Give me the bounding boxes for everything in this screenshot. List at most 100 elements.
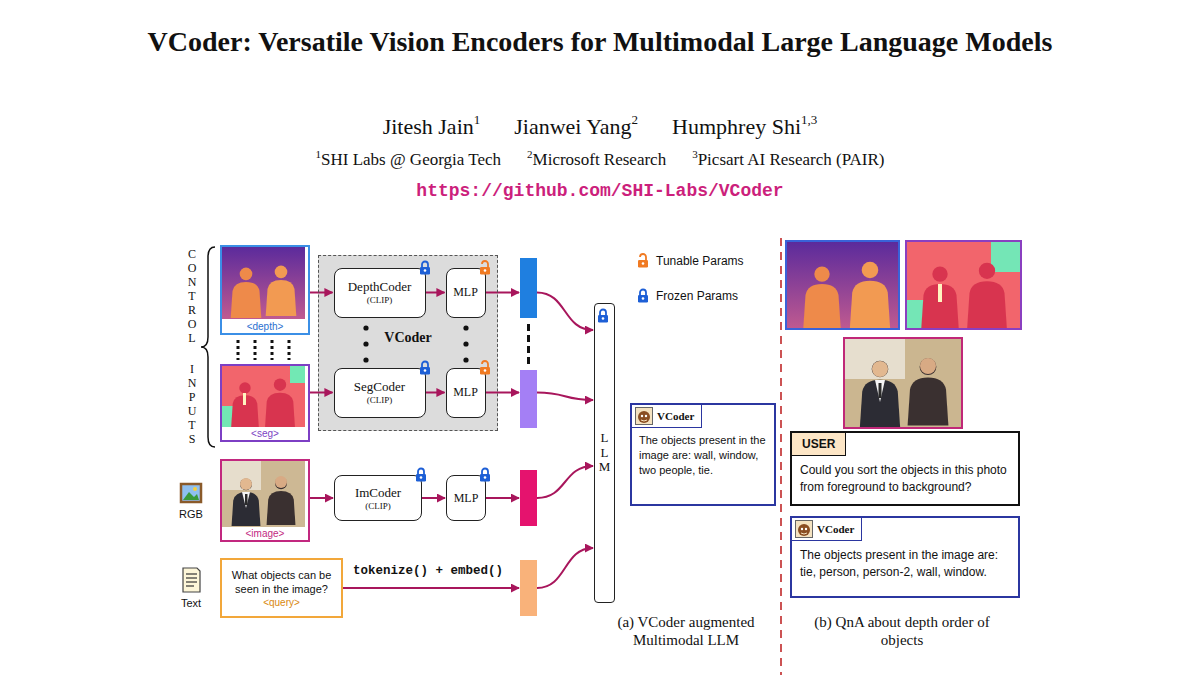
header-tab: USER: [792, 433, 846, 456]
name-group: 2Microsoft Research: [527, 150, 666, 170]
token-bar: [520, 370, 537, 428]
photo-image: [844, 338, 962, 428]
query-box: What objects can be seen in the image?<q…: [220, 558, 343, 618]
node-text: USER: [802, 437, 835, 451]
image-input: <depth>: [220, 245, 310, 335]
legend-text: Frozen Params: [656, 289, 738, 303]
panel-caption: (b) QnA about depth order of objects: [792, 613, 1012, 649]
icon-caption: Text: [166, 597, 216, 609]
lock-glyph: [415, 467, 427, 482]
avatar-glyph: [635, 407, 653, 425]
curly-brace: [201, 247, 215, 447]
author-name: Jianwei Yang: [514, 114, 631, 140]
arrow-curve: [537, 293, 593, 331]
segmentation-image: [221, 365, 305, 428]
flow-arrow: [426, 392, 445, 393]
picture-icon: [181, 484, 201, 502]
arrow-line: [310, 497, 333, 499]
lock-glyph: [419, 260, 431, 275]
arrow-curve: [537, 548, 593, 588]
arrow-line: [486, 497, 519, 499]
lock-glyph: [637, 253, 649, 268]
affiliation: SHI Labs @ Georgia Tech: [321, 150, 501, 170]
edge-label: tokenize() + embed(): [351, 564, 505, 578]
node-text: MLP: [453, 385, 478, 400]
affiliation: Picsart AI Research (PAIR): [698, 150, 885, 170]
superscript: 2: [632, 112, 639, 128]
lock-glyph: [479, 467, 491, 482]
image-input: <seg>: [220, 364, 310, 442]
avatar-icon: [795, 520, 813, 538]
superscript: 1: [316, 148, 322, 160]
legend-symbol: [637, 288, 649, 303]
node-text: ImCoder: [355, 485, 401, 501]
node-text: MLP: [453, 285, 478, 300]
arrow-line: [422, 497, 445, 499]
response-bubble: VCoderThe objects present in the image a…: [790, 516, 1020, 598]
node-text: <seg>: [222, 427, 308, 440]
flow-arrow: [486, 293, 594, 331]
mlp-box: MLP: [446, 368, 486, 418]
node-text: DepthCoder: [348, 279, 412, 295]
figure-title: VCoder: Versatile Vision Encoders for Mu…: [0, 26, 1200, 58]
token-bar: [520, 560, 537, 616]
lock-icon: [479, 360, 491, 375]
node-text: VCoder: [319, 330, 497, 346]
flow-arrow: [422, 498, 445, 499]
legend-item: Frozen Params: [637, 288, 738, 303]
avatar-glyph: [795, 520, 813, 538]
node-text: MLP: [454, 491, 479, 506]
node-text: The objects present in the image are: wa…: [632, 428, 774, 484]
image-input: <image>: [220, 459, 310, 542]
panel-caption: (a) VCoder augmented Multimodal LLM: [596, 613, 776, 649]
flow-arrow: [310, 292, 333, 293]
flow-arrow: [426, 292, 445, 293]
response-bubble: VCoderThe objects present in the image a…: [630, 403, 776, 506]
name-group: Jianwei Yang2: [514, 114, 638, 140]
node-text: <query>: [263, 596, 300, 609]
superscript: 2: [527, 148, 533, 160]
node-text: SegCoder: [354, 379, 405, 395]
arrow-line: [343, 587, 519, 589]
node-text: VCoder: [657, 410, 694, 422]
lock-icon: [415, 467, 427, 482]
affiliation: Microsoft Research: [533, 150, 667, 170]
document-icon: [183, 568, 200, 592]
arrow-line: [486, 392, 520, 394]
flow-arrow: [486, 393, 594, 401]
side-label: INPUTS: [186, 362, 198, 446]
node-text: LLM: [598, 431, 611, 476]
legend-symbol: [637, 253, 649, 268]
superscript: 1,3: [801, 112, 817, 128]
token-bar: [520, 258, 537, 318]
author-name: Jitesh Jain: [383, 114, 474, 140]
avatar-icon: [635, 407, 653, 425]
depth-image: [786, 241, 899, 329]
node-text: Could you sort the objects in this photo…: [792, 456, 1018, 503]
legend-text: Tunable Params: [656, 254, 744, 268]
node-text: (CLIP): [367, 295, 393, 306]
arrow-curve: [537, 466, 593, 498]
arrow-line: [426, 392, 445, 394]
header-tab: VCoder: [632, 405, 702, 428]
node-text: <depth>: [222, 320, 308, 333]
node-text: What objects can be seen in the image?: [226, 568, 337, 596]
node-text: VCoder: [817, 523, 854, 535]
mlp-box: MLP: [446, 268, 486, 318]
divider-line: [780, 238, 782, 675]
encoder-box: ImCoder(CLIP): [334, 475, 422, 521]
encoder-box: DepthCoder(CLIP): [334, 268, 426, 318]
node-text: The objects present in the image are: ti…: [792, 541, 1018, 588]
lock-glyph: [597, 308, 609, 323]
arrow-line: [310, 292, 333, 294]
group-fill: [318, 255, 498, 431]
ellipsis-line: [527, 324, 530, 366]
arrow-line: [310, 392, 333, 394]
encoder-box: SegCoder(CLIP): [334, 368, 426, 418]
lock-icon: [479, 467, 491, 482]
lock-glyph: [479, 260, 491, 275]
node-text: (CLIP): [365, 501, 391, 512]
header-tab: VCoder: [792, 518, 862, 541]
flow-arrow: [310, 392, 333, 393]
depth-image: [221, 246, 305, 319]
